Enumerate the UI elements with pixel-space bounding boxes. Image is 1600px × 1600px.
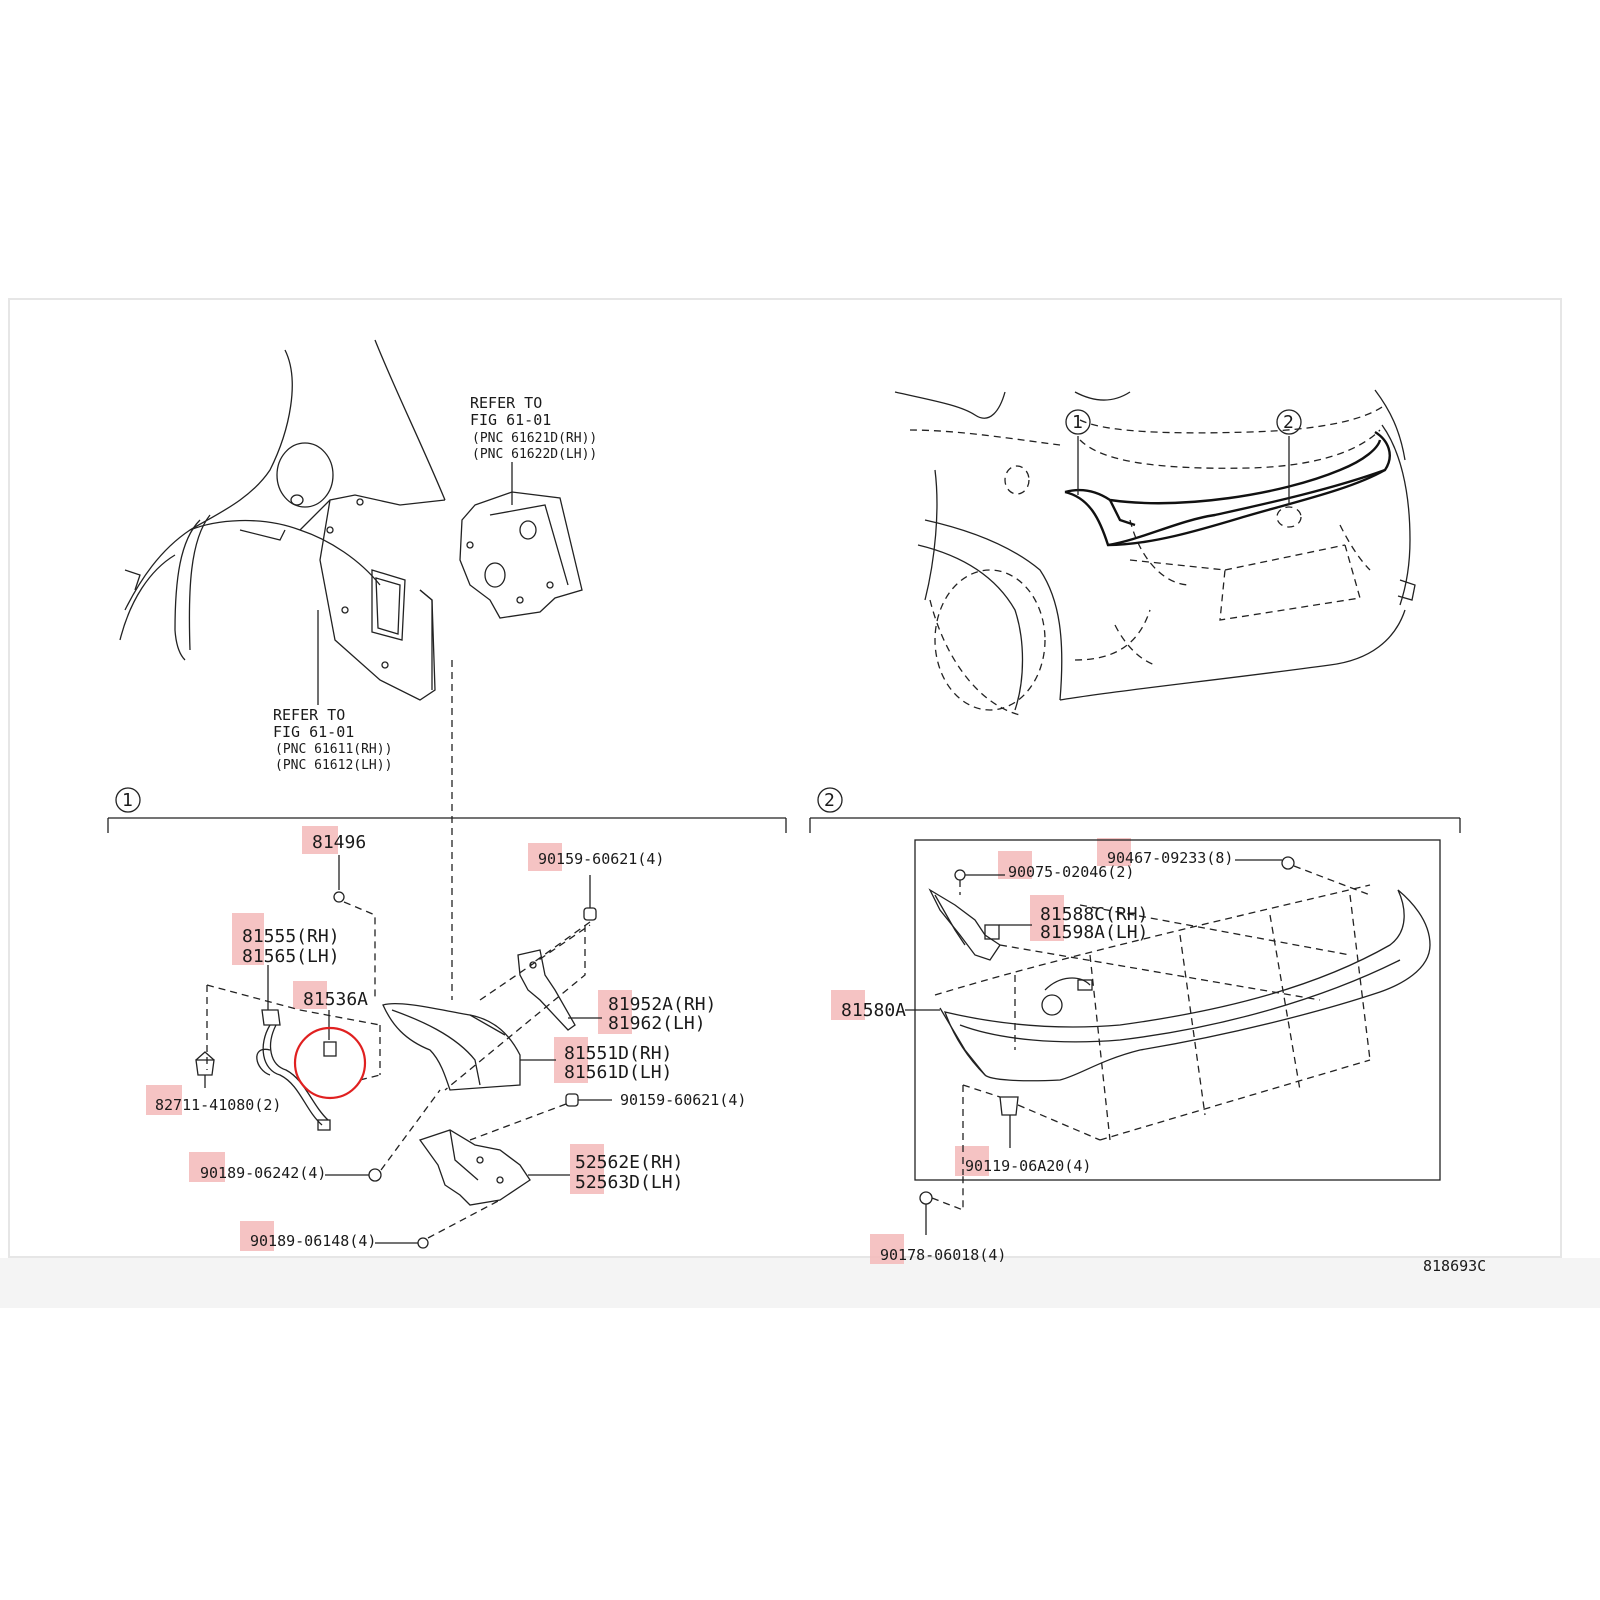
part-81555: 81555(RH) xyxy=(242,926,340,947)
part-81962: 81962(LH) xyxy=(608,1013,706,1034)
part-90467: 90467-09233(8) xyxy=(1107,849,1233,867)
refer-line3: (PNC 61621D(RH)) xyxy=(472,431,597,446)
callout-1: 1 xyxy=(1065,409,1091,435)
part-52562E: 52562E(RH) xyxy=(575,1152,683,1173)
section-2-marker: 2 xyxy=(824,790,835,811)
callout-1-number: 1 xyxy=(1072,412,1083,433)
section-1-parts xyxy=(195,855,612,1249)
refer-line4: (PNC 61622D(LH)) xyxy=(472,447,597,462)
section-1-marker: 1 xyxy=(122,790,133,811)
refer-line3: (PNC 61611(RH)) xyxy=(275,742,392,757)
refer-line1: REFER TO xyxy=(470,394,542,412)
highlight-marks xyxy=(146,826,1131,1264)
bulb-highlight-circle xyxy=(293,1026,367,1100)
part-90159-lower: 90159-60621(4) xyxy=(620,1091,746,1109)
lamp-housing-sketch xyxy=(459,462,583,619)
part-81536A: 81536A xyxy=(303,989,368,1010)
quarter-panel-sketch xyxy=(119,339,446,705)
diagram-id: 818693C xyxy=(1423,1257,1486,1275)
refer-line2: FIG 61-01 xyxy=(470,411,551,429)
refer-note-panel: REFER TO FIG 61-01 (PNC 61611(RH)) (PNC … xyxy=(273,706,392,773)
part-90075: 90075-02046(2) xyxy=(1008,863,1134,881)
section-2-header: 2 xyxy=(809,787,1461,833)
bottom-band xyxy=(0,1258,1600,1308)
part-81565: 81565(LH) xyxy=(242,946,340,967)
vehicle-rear-sketch xyxy=(894,389,1416,716)
part-81551D: 81551D(RH) xyxy=(564,1043,672,1064)
part-52563D: 52563D(LH) xyxy=(575,1172,683,1193)
part-81588C: 81588C(RH) xyxy=(1040,904,1148,925)
part-81496: 81496 xyxy=(312,832,366,853)
refer-line2: FIG 61-01 xyxy=(273,723,354,741)
part-81598A: 81598A(LH) xyxy=(1040,922,1148,943)
part-90189-06242: 90189-06242(4) xyxy=(200,1164,326,1182)
part-81580A: 81580A xyxy=(841,1000,906,1021)
part-90119: 90119-06A20(4) xyxy=(965,1157,1091,1175)
section-1-header: 1 xyxy=(107,787,787,833)
part-90178: 90178-06018(4) xyxy=(880,1246,1006,1264)
callout-2: 2 xyxy=(1276,409,1302,435)
part-90159-top: 90159-60621(4) xyxy=(538,850,664,868)
part-82711: 82711-41080(2) xyxy=(155,1096,281,1114)
diagram-sheet xyxy=(8,298,1562,1258)
part-81561D: 81561D(LH) xyxy=(564,1062,672,1083)
part-labels: 81496 90159-60621(4) 81555(RH) 81565(LH)… xyxy=(155,832,1486,1275)
refer-line4: (PNC 61612(LH)) xyxy=(275,758,392,773)
part-90189-06148: 90189-06148(4) xyxy=(250,1232,376,1250)
refer-line1: REFER TO xyxy=(273,706,345,724)
section-2-parts xyxy=(905,839,1441,1235)
callout-2-number: 2 xyxy=(1283,412,1294,433)
part-81952A: 81952A(RH) xyxy=(608,994,716,1015)
refer-note-lamp: REFER TO FIG 61-01 (PNC 61621D(RH)) (PNC… xyxy=(470,394,597,462)
